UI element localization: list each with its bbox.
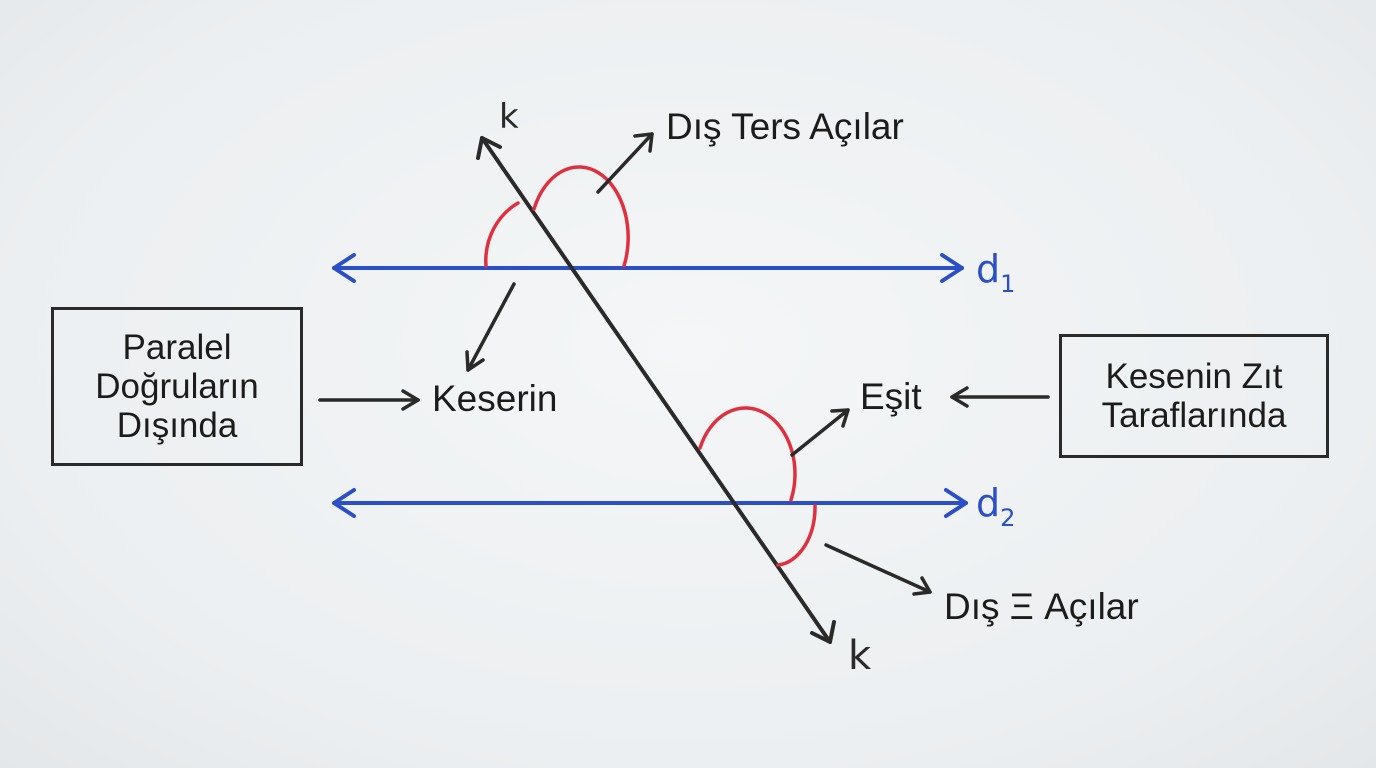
box-left-line-1: Paralel (122, 327, 232, 367)
box-right-line-2: Taraflarında (1101, 396, 1287, 435)
box-opposite-sides: Kesenin Zıt Taraflarında (1059, 334, 1329, 458)
label-k-top: k (499, 97, 519, 137)
label-d1-letter: d (976, 247, 1001, 291)
arrow-to-bottom-label (824, 543, 932, 596)
angle-arc-bottom-lower (776, 504, 817, 567)
label-d1-index: 1 (1000, 270, 1016, 298)
label-d2-letter: d (976, 481, 1001, 525)
parallel-line-d1 (332, 253, 964, 283)
box-left-line-3: Dışında (116, 406, 238, 446)
arrow-from-right-box (950, 386, 1050, 408)
angle-arc-top-right (532, 165, 630, 268)
label-k-bottom: k (848, 633, 872, 679)
angle-arc-bottom-upper (698, 406, 797, 502)
label-top-angles: Dış Ters Açılar (666, 106, 904, 147)
arrow-to-top-label (596, 132, 654, 194)
pointer-arrows (318, 132, 1050, 596)
label-d1: d1 (976, 247, 1015, 296)
label-middle: Keserin (432, 378, 558, 419)
box-outside-parallels: Paralel Doğruların Dışında (51, 307, 303, 466)
parallel-line-d2 (332, 488, 968, 518)
label-d2-index: 2 (1000, 504, 1016, 532)
box-left-line-2: Doğruların (95, 366, 259, 406)
box-right-line-1: Kesenin Zıt (1105, 356, 1283, 396)
arrow-from-left-box (318, 389, 420, 411)
angle-arcs (484, 165, 817, 567)
label-d2: d2 (976, 481, 1015, 530)
label-bottom-angles: Dış Ξ Açılar (944, 586, 1139, 627)
arrow-to-esit (790, 408, 850, 457)
arrow-to-keserin (465, 282, 516, 372)
transversal-line-k (476, 136, 836, 644)
angle-arc-top-left (484, 201, 520, 268)
label-equal: Eşit (860, 376, 922, 417)
